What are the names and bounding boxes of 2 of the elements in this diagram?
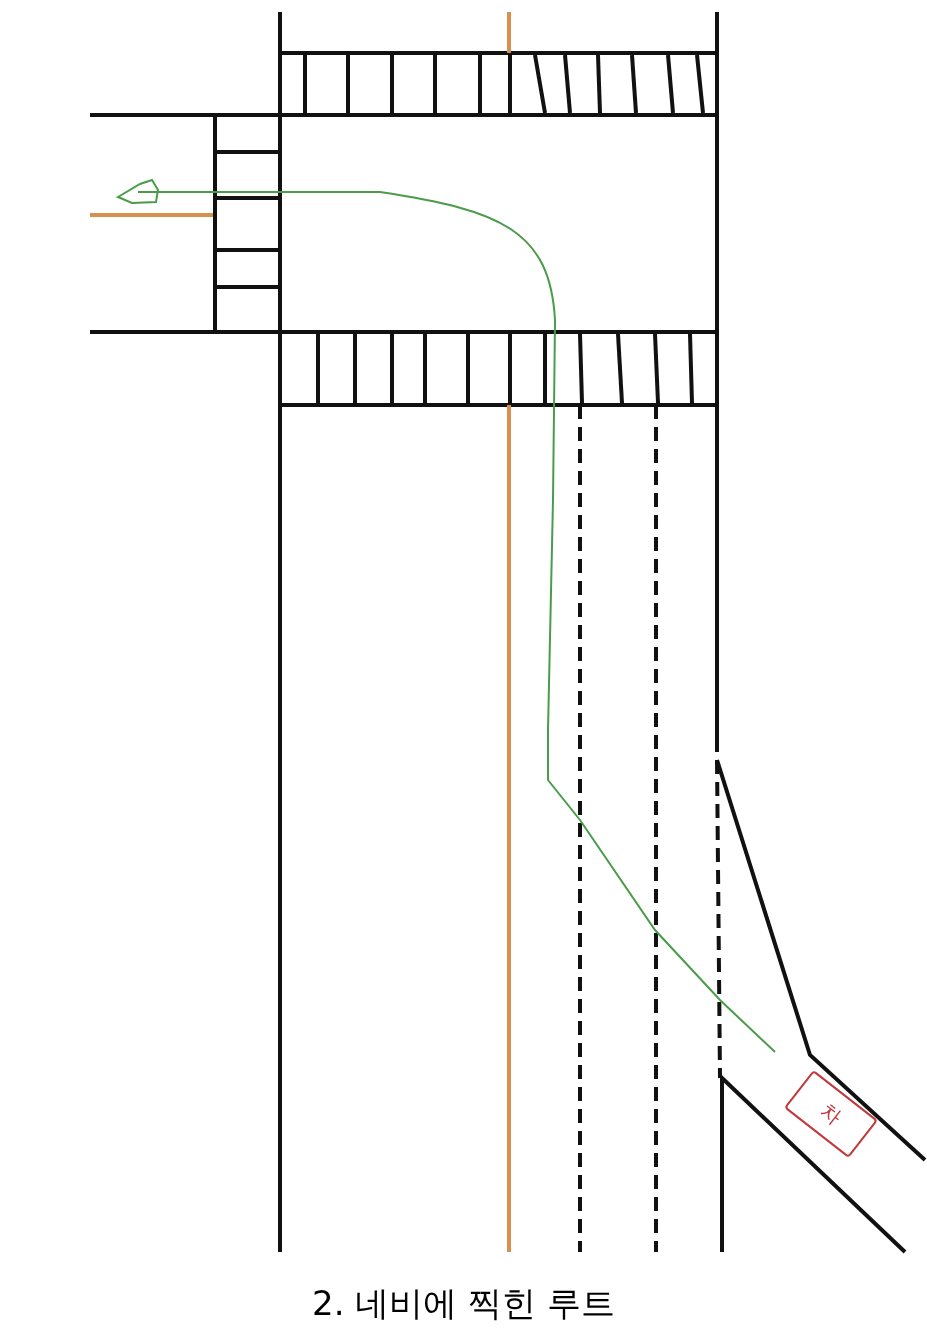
car-label: 차: [814, 1097, 848, 1132]
caption: 2. 네비에 찍힌 루트: [311, 1282, 616, 1325]
